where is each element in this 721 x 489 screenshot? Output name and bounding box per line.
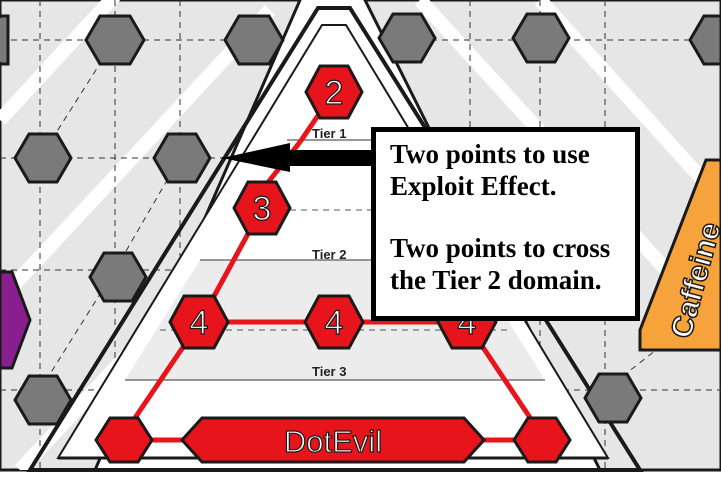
gray-hex xyxy=(688,14,721,66)
gray-hex xyxy=(0,14,10,66)
tier-3-label: Tier 3 xyxy=(312,364,346,379)
svg-text:2: 2 xyxy=(325,74,344,112)
gray-hex xyxy=(511,12,571,64)
callout-spacer xyxy=(390,202,629,232)
purple-piece xyxy=(0,270,32,370)
node-tier2[interactable]: 3 xyxy=(232,180,292,236)
callout-line-2: Exploit Effect. xyxy=(390,171,557,201)
node-tier1[interactable]: 2 xyxy=(304,64,364,120)
callout-line-4: the Tier 2 domain. xyxy=(390,265,602,295)
gray-hex xyxy=(583,372,643,424)
gray-hex xyxy=(223,14,285,66)
tooltip-callout: Two points to use Exploit Effect. Two po… xyxy=(371,127,640,321)
tier-2-label: Tier 2 xyxy=(312,247,346,262)
gray-hexes xyxy=(0,12,721,426)
caffeine-banner: Caffeine xyxy=(638,158,721,352)
gray-hex xyxy=(13,374,73,426)
gray-hex xyxy=(88,251,148,303)
svg-text:3: 3 xyxy=(253,190,272,228)
gray-hex xyxy=(152,132,212,184)
node-tier3-left[interactable]: 4 xyxy=(168,294,230,350)
callout-line-3: Two points to cross xyxy=(390,233,611,263)
red-nodes: 2 3 4 4 4 xyxy=(94,64,572,464)
pointer-arrow xyxy=(222,143,376,172)
svg-text:4: 4 xyxy=(325,304,344,342)
domain-banner: DotEvil xyxy=(179,416,487,464)
gray-hex xyxy=(377,12,437,64)
node-bottom-right[interactable] xyxy=(512,416,572,464)
gray-hex xyxy=(13,132,73,184)
svg-text:4: 4 xyxy=(190,304,209,342)
domain-name: DotEvil xyxy=(284,424,382,459)
tier-1-label: Tier 1 xyxy=(312,126,346,141)
callout-line-1: Two points to use xyxy=(390,139,590,169)
node-tier3-center[interactable]: 4 xyxy=(303,294,365,350)
node-bottom-left[interactable] xyxy=(94,416,154,464)
gray-hex xyxy=(84,14,146,66)
